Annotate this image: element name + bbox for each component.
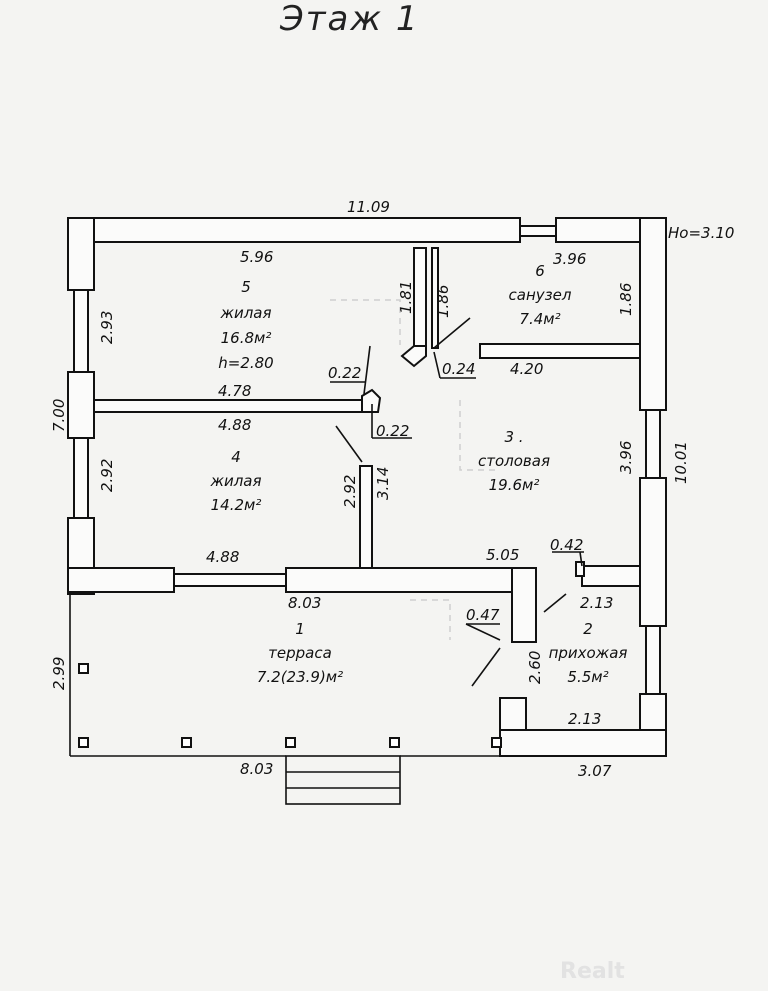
wall-right-2 [639, 477, 667, 627]
dim-p047: 0.47 [466, 606, 500, 624]
room-1-number: 1 [295, 620, 305, 638]
window-left-2 [73, 437, 89, 519]
dim-room3-right: 3.96 [617, 441, 635, 474]
wall-6-bottom [479, 343, 641, 359]
terrace-outline [69, 592, 500, 757]
window-bottom [173, 573, 287, 587]
dim-room5-left: 2.93 [98, 311, 116, 344]
leader-lines [330, 317, 584, 687]
wall-top-left [67, 217, 521, 243]
outer-walls [67, 217, 667, 757]
wall-left-2 [67, 371, 95, 439]
dim-h299: 2.99 [50, 657, 68, 690]
terrace-steps [285, 755, 401, 805]
plan-title: Этаж 1 [279, 0, 419, 39]
dim-p042: 0.42 [550, 536, 583, 554]
room-1-label: 1 терраса 7.2(23.9)м² [257, 620, 343, 686]
dim-p022a: 0.22 [328, 364, 361, 382]
dim-room5-top: 5.96 [240, 248, 273, 266]
room-6-name: санузел [509, 286, 572, 304]
post-5 [389, 737, 400, 748]
dim-right-total: 10.01 [672, 441, 690, 484]
room-6-label: 6 санузел 7.4м² [509, 262, 572, 328]
dim-room4-right2: 3.14 [374, 467, 392, 500]
room-2-area: 5.5м² [567, 668, 608, 686]
room-5-height: h=2.80 [218, 354, 273, 372]
wall-5-4 [93, 399, 363, 413]
wall-right-1 [639, 217, 667, 411]
dim-w803a: 8.03 [288, 594, 321, 612]
room-4-name: жилая [209, 472, 261, 490]
room-3-number: 3 . [504, 428, 523, 446]
dim-w213a: 2.13 [580, 594, 613, 612]
dim-w803b: 8.03 [240, 760, 273, 778]
room-4-label: 4 жилая 14.2м² [209, 448, 261, 514]
dim-w505: 5.05 [486, 546, 519, 564]
wall-6-left [413, 247, 427, 347]
window-top [519, 225, 557, 237]
post-6 [491, 737, 502, 748]
room-5-area: 16.8м² [221, 329, 272, 347]
dim-room6-left: 1.86 [434, 285, 452, 318]
wall-corner [361, 388, 382, 413]
dim-room6-top: 3.96 [553, 250, 586, 268]
dim-w488b: 4.88 [206, 548, 239, 566]
window-right-1 [645, 409, 661, 479]
wall-bottom-2 [285, 567, 537, 593]
wall-hall-left [511, 567, 537, 643]
ceiling-height: Hо=3.10 [668, 224, 734, 242]
wall-left-1 [67, 217, 95, 291]
room-4-number: 4 [231, 448, 241, 466]
interior-walls [93, 247, 641, 577]
room-6-number: 6 [535, 262, 545, 280]
room-1-name: терраса [268, 644, 332, 662]
room-1-area: 7.2(23.9)м² [257, 668, 343, 686]
dim-p024: 0.24 [442, 360, 475, 378]
room-3-name: столовая [478, 452, 550, 470]
dim-room4-left: 2.92 [98, 459, 116, 492]
room-3-area: 19.6м² [489, 476, 540, 494]
post-2 [78, 737, 89, 748]
watermark: Realt [560, 959, 625, 984]
wall-4-right [359, 465, 373, 569]
room-6-area: 7.4м² [519, 310, 560, 328]
window-left-1 [73, 289, 89, 373]
wall-bottom-1 [67, 567, 175, 593]
dim-top-total: 11.09 [347, 198, 390, 216]
dim-w307: 3.07 [578, 762, 612, 780]
dim-w488a: 4.88 [218, 416, 251, 434]
dim-room6-right: 1.86 [617, 283, 635, 316]
dimension-labels: 11.09 5.96 3.96 Hо=3.10 1.86 1.86 1.81 2… [50, 198, 734, 780]
room-5-label: 5 жилая 16.8м² h=2.80 [218, 278, 273, 372]
faint-marks [330, 299, 500, 640]
room-3-label: 3 . столовая 19.6м² [478, 428, 550, 494]
dim-w213b: 2.13 [568, 710, 601, 728]
window-right-2 [645, 625, 661, 695]
dim-left-total: 7.00 [50, 399, 68, 432]
room-5-number: 5 [241, 278, 251, 296]
dim-room4-right: 2.92 [341, 475, 359, 508]
terrace-posts [78, 663, 502, 748]
post-4 [285, 737, 296, 748]
room-2-number: 2 [583, 620, 593, 638]
room-4-area: 14.2м² [211, 496, 262, 514]
room-2-label: 2 прихожая 5.5м² [549, 620, 628, 686]
wall-hall-top [581, 565, 641, 587]
dim-w420: 4.20 [510, 360, 543, 378]
wall-6-corner [400, 345, 427, 368]
post-1 [78, 663, 89, 674]
wall-hall-bottom [499, 729, 667, 757]
post-3 [181, 737, 192, 748]
wall-hall-stub [575, 561, 585, 577]
room-5-name: жилая [219, 304, 271, 322]
dim-corridor: 1.81 [397, 281, 415, 314]
dim-h260: 2.60 [526, 651, 544, 684]
dim-w478: 4.78 [218, 382, 251, 400]
dim-p022b: 0.22 [376, 422, 409, 440]
room-2-name: прихожая [549, 644, 628, 662]
